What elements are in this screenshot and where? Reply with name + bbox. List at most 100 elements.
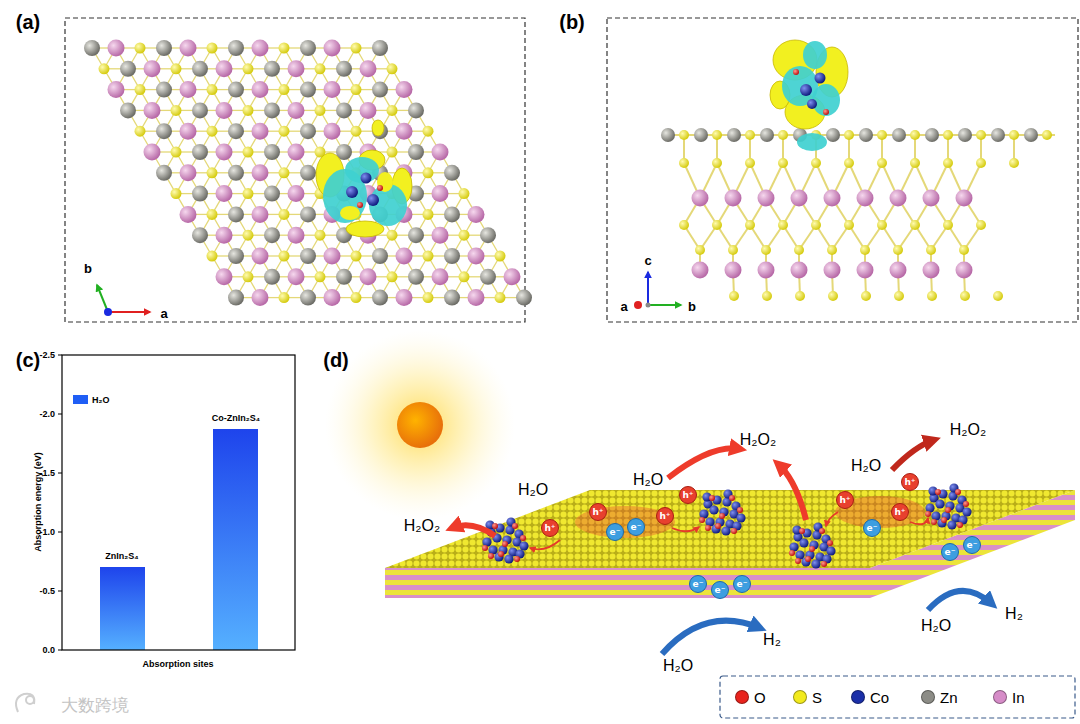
legend-atom (851, 690, 865, 704)
zn-atom (444, 206, 460, 222)
s-atom (207, 126, 218, 137)
in-atom (252, 289, 269, 306)
zn-atom (516, 290, 532, 306)
zn-atom (156, 165, 172, 181)
label: (b) (559, 12, 585, 32)
co-atom (789, 542, 798, 551)
in-atom (144, 144, 161, 161)
zn-atom (192, 227, 208, 243)
s-atom (315, 271, 326, 282)
in-atom (108, 81, 125, 98)
co-atom (795, 550, 804, 559)
s-atom (279, 292, 290, 303)
in-atom (956, 190, 973, 207)
o-atom (821, 561, 827, 567)
in-atom (216, 60, 233, 77)
legend-frame (720, 676, 1075, 718)
s-atom (351, 43, 362, 54)
zn-atom (372, 290, 388, 306)
hole-circle: h⁺ (589, 503, 607, 521)
zn-atom (408, 227, 424, 243)
watermark: 大数跨境 (61, 697, 129, 714)
s-atom (762, 291, 772, 301)
o-atom (729, 495, 735, 501)
o-atom (925, 511, 931, 517)
in-atom (288, 60, 305, 77)
in-atom (725, 262, 742, 279)
s-atom (927, 291, 937, 301)
o-atom (488, 553, 494, 559)
in-atom (432, 185, 449, 202)
legend-atom (735, 690, 749, 704)
co-atom (721, 526, 730, 535)
s-atom (811, 220, 821, 230)
s-atom (387, 105, 398, 116)
s-atom (243, 105, 254, 116)
hole-circle: h⁺ (679, 486, 697, 504)
zn-atom (336, 61, 352, 77)
label: -2.5 (39, 351, 55, 360)
zn-atom (408, 269, 424, 285)
zn-atom (1024, 128, 1038, 142)
charge-label: e⁻ (715, 586, 726, 595)
reaction-arrows (452, 440, 992, 654)
in-atom (324, 248, 341, 265)
s-atom (459, 188, 470, 199)
in-atom (857, 190, 874, 207)
s-atom (495, 251, 506, 262)
in-atom (324, 40, 341, 57)
co-atom (811, 559, 820, 568)
charge-density (770, 40, 848, 151)
s-atom (315, 105, 326, 116)
zn-atom (264, 102, 280, 118)
s-atom (745, 130, 755, 140)
zn-atom (372, 82, 388, 98)
zn-atom (156, 82, 172, 98)
o-atom (809, 546, 815, 552)
zn-atom (192, 102, 208, 118)
in-atom (360, 102, 377, 119)
s-atom (943, 130, 953, 140)
label: 0.0 (42, 646, 55, 655)
s-atom (351, 292, 362, 303)
charge-label: h⁺ (839, 496, 850, 505)
legend-text: O (754, 690, 766, 705)
in-atom (857, 262, 874, 279)
in-atom (216, 102, 233, 119)
s-atom (959, 245, 969, 255)
o-atom (498, 551, 504, 557)
in-atom (824, 190, 841, 207)
s-atom (926, 245, 936, 255)
in-atom (288, 227, 305, 244)
s-atom (387, 63, 398, 74)
label: Absorption energy (eV) (34, 452, 43, 552)
label: b (688, 300, 696, 313)
in-atom (108, 40, 125, 57)
o-atom (520, 535, 526, 541)
in-atom (923, 190, 940, 207)
in-atom (890, 190, 907, 207)
zn-atom (228, 40, 244, 56)
bar-chart (58, 355, 295, 650)
charge-label: e⁻ (967, 541, 978, 550)
legend-text: In (1012, 690, 1025, 705)
label: H₂O (851, 458, 881, 474)
in-atom (504, 268, 521, 285)
in-atom (468, 206, 485, 223)
co-atom (925, 503, 934, 512)
zn-atom (826, 128, 840, 142)
in-atom (144, 60, 161, 77)
legend-atom (993, 690, 1007, 704)
co-atom (736, 513, 745, 522)
o-atom (512, 523, 518, 529)
in-atom (890, 262, 907, 279)
in-atom (432, 144, 449, 161)
s-atom (993, 291, 1003, 301)
co-atom (504, 554, 513, 563)
in-atom (288, 144, 305, 161)
s-atom (910, 158, 920, 168)
zn-atom (264, 61, 280, 77)
co-atom (709, 505, 718, 514)
co-atom (519, 541, 528, 550)
